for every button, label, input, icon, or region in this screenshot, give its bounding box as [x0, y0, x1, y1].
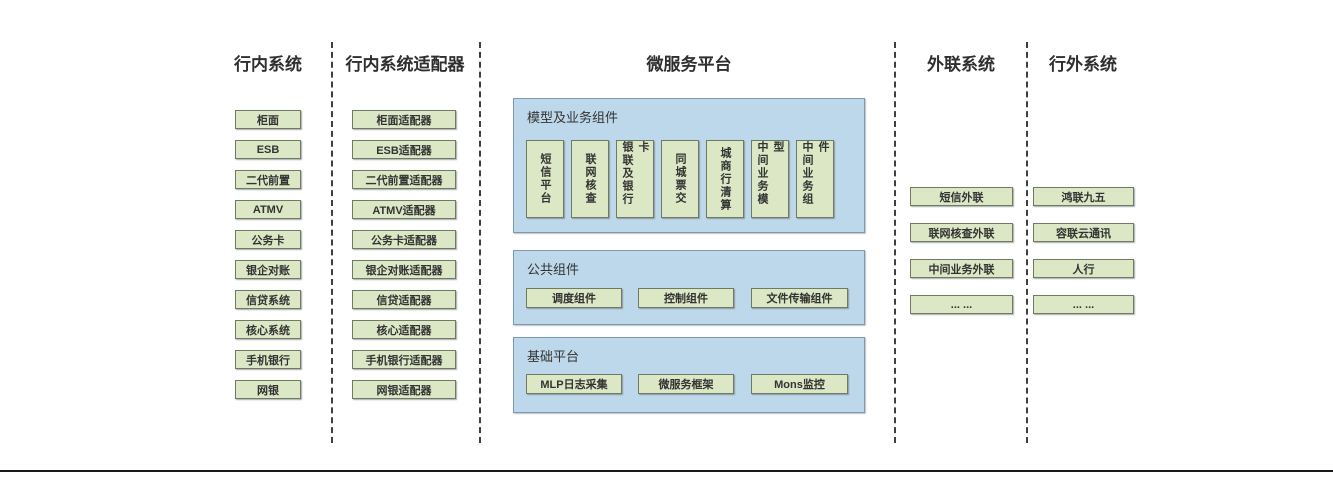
- panel-title: 基础平台: [527, 349, 580, 364]
- column-title-adapters: 行内系统适配器: [345, 55, 465, 74]
- model-component-box: 银联及银行卡: [616, 140, 654, 218]
- adapter-box: 柜面适配器: [352, 110, 456, 129]
- panel-title: 模型及业务组件: [527, 110, 619, 125]
- column-title-platform: 微服务平台: [646, 55, 732, 74]
- inbank-box: ATMV: [235, 200, 301, 219]
- common-component-box: 控制组件: [638, 288, 734, 308]
- external-link-box: 中间业务外联: [910, 259, 1013, 278]
- model-component-box: 中间业务组件: [796, 140, 834, 218]
- model-component-box: 城商行清算: [706, 140, 744, 218]
- panel-common-components: 公共组件 调度组件 控制组件 文件传输组件: [513, 250, 865, 325]
- column-separator: [331, 42, 333, 443]
- inbank-box: ESB: [235, 140, 301, 159]
- common-component-box: 文件传输组件: [751, 288, 848, 308]
- adapter-box: 二代前置适配器: [352, 170, 456, 189]
- column-title-outside: 行外系统: [1049, 55, 1117, 74]
- inbank-box: 二代前置: [235, 170, 301, 189]
- inbank-box: 核心系统: [235, 320, 301, 339]
- outside-box: 容联云通讯: [1033, 223, 1134, 242]
- column-title-inbank: 行内系统: [234, 55, 302, 74]
- adapter-box: 核心适配器: [352, 320, 456, 339]
- outside-box: 人行: [1033, 259, 1134, 278]
- column-separator: [894, 42, 896, 443]
- model-component-box: 联网核查: [571, 140, 609, 218]
- bottom-border-line: [0, 470, 1333, 472]
- external-link-box: 联网核查外联: [910, 223, 1013, 242]
- external-link-box: ... ...: [910, 295, 1013, 314]
- model-component-box: 短信平台: [526, 140, 564, 218]
- panel-title: 公共组件: [527, 262, 580, 277]
- inbank-box: 手机银行: [235, 350, 301, 369]
- adapter-box: 银企对账适配器: [352, 260, 456, 279]
- column-separator: [479, 42, 481, 443]
- model-component-box: 中间业务模型: [751, 140, 789, 218]
- outside-box: ... ...: [1033, 295, 1134, 314]
- base-platform-box: MLP日志采集: [526, 374, 622, 394]
- inbank-box: 柜面: [235, 110, 301, 129]
- inbank-box: 信贷系统: [235, 290, 301, 309]
- base-platform-box: Mons监控: [751, 374, 848, 394]
- adapter-box: ESB适配器: [352, 140, 456, 159]
- outside-box: 鸿联九五: [1033, 187, 1134, 206]
- adapter-box: ATMV适配器: [352, 200, 456, 219]
- adapter-box: 网银适配器: [352, 380, 456, 399]
- inbank-box: 银企对账: [235, 260, 301, 279]
- base-platform-box: 微服务框架: [638, 374, 734, 394]
- panel-base-platform: 基础平台 MLP日志采集 微服务框架 Mons监控: [513, 337, 865, 413]
- adapter-box: 公务卡适配器: [352, 230, 456, 249]
- panel-model-components: 模型及业务组件 短信平台 联网核查 银联及银行卡 同城票交 城商行清算 中间业务…: [513, 98, 865, 233]
- adapter-box: 信贷适配器: [352, 290, 456, 309]
- common-component-box: 调度组件: [526, 288, 622, 308]
- adapter-box: 手机银行适配器: [352, 350, 456, 369]
- external-link-box: 短信外联: [910, 187, 1013, 206]
- model-component-box: 同城票交: [661, 140, 699, 218]
- column-separator: [1026, 42, 1028, 443]
- inbank-box: 公务卡: [235, 230, 301, 249]
- inbank-box: 网银: [235, 380, 301, 399]
- column-title-external-link: 外联系统: [927, 55, 995, 74]
